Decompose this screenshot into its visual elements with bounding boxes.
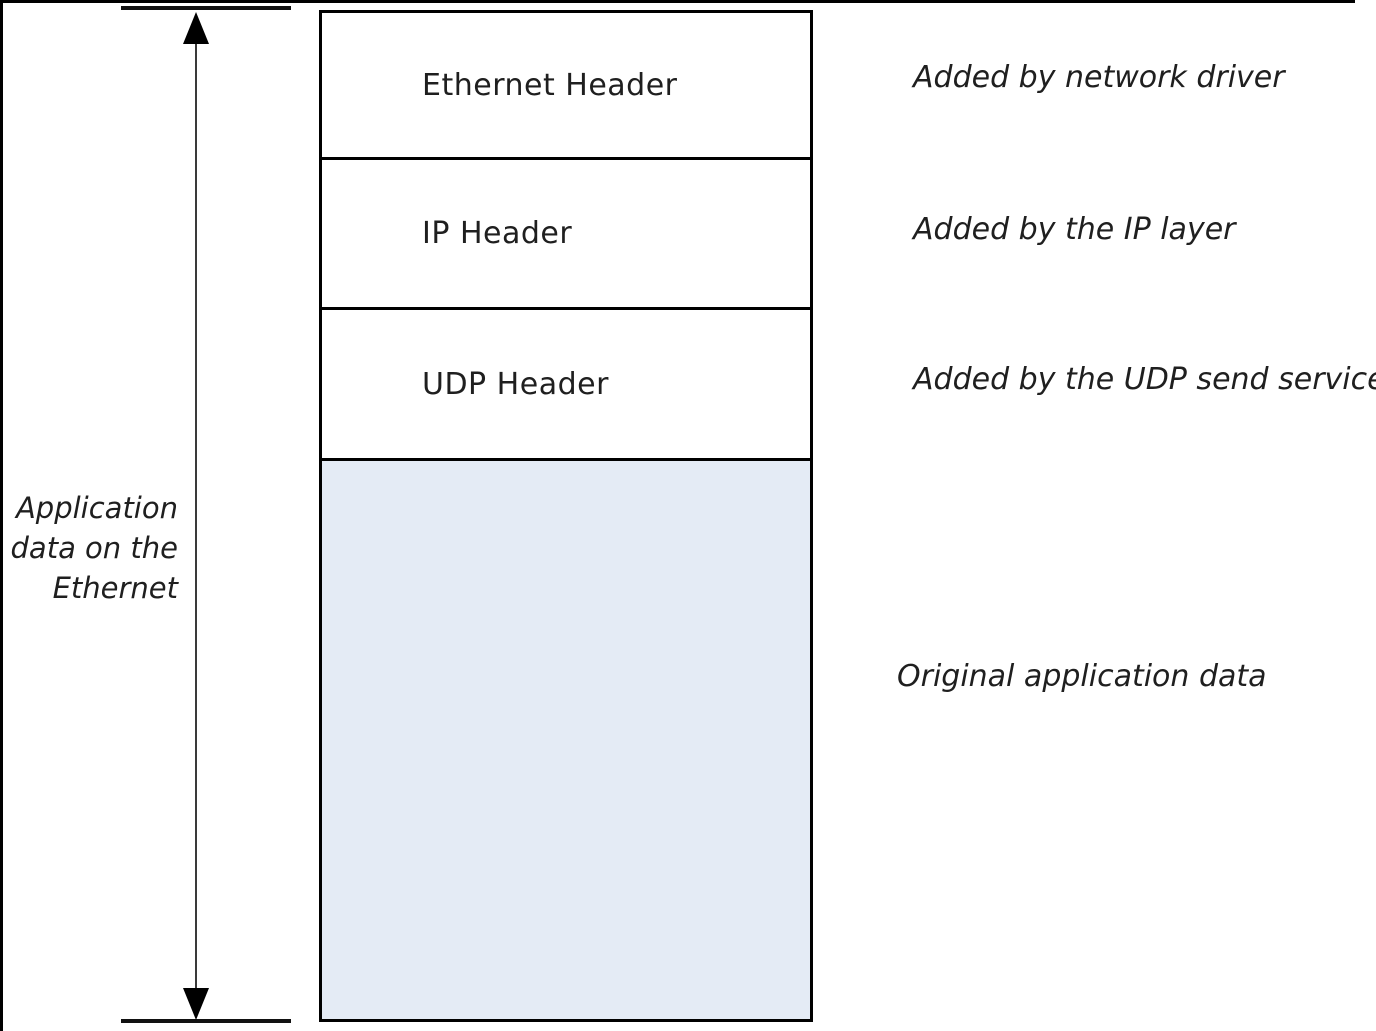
up-arrowhead-icon	[183, 12, 209, 44]
down-arrowhead-icon	[183, 988, 209, 1020]
annotation-original-application-data: Original application data	[897, 659, 1267, 694]
stack-row-udp-header: UDP Header	[322, 310, 810, 461]
row-label: Ethernet Header	[422, 67, 678, 103]
frame-top-border	[0, 0, 1355, 3]
annotation-ip-layer: Added by the IP layer	[913, 212, 1236, 247]
frame-left-border	[0, 0, 3, 1031]
dimension-bottom-tick	[121, 1019, 291, 1023]
annotation-udp-send-service: Added by the UDP send service	[913, 362, 1376, 397]
dimension-label-line: Ethernet	[52, 571, 178, 605]
row-label: UDP Header	[422, 366, 609, 402]
stack-row-ip-header: IP Header	[322, 160, 810, 310]
protocol-stack: Ethernet Header IP Header UDP Header	[319, 10, 813, 1022]
dimension-top-tick	[121, 6, 291, 10]
annotation-network-driver: Added by network driver	[913, 60, 1285, 95]
dimension-label-line: Application	[15, 491, 178, 525]
dimension-label-line: data on the	[10, 531, 178, 565]
stack-row-ethernet-header: Ethernet Header	[322, 13, 810, 160]
stack-row-application-data	[322, 461, 810, 1019]
row-label: IP Header	[422, 216, 573, 251]
dimension-label: Application data on the Ethernet	[6, 488, 178, 608]
dimension-line	[195, 42, 197, 990]
